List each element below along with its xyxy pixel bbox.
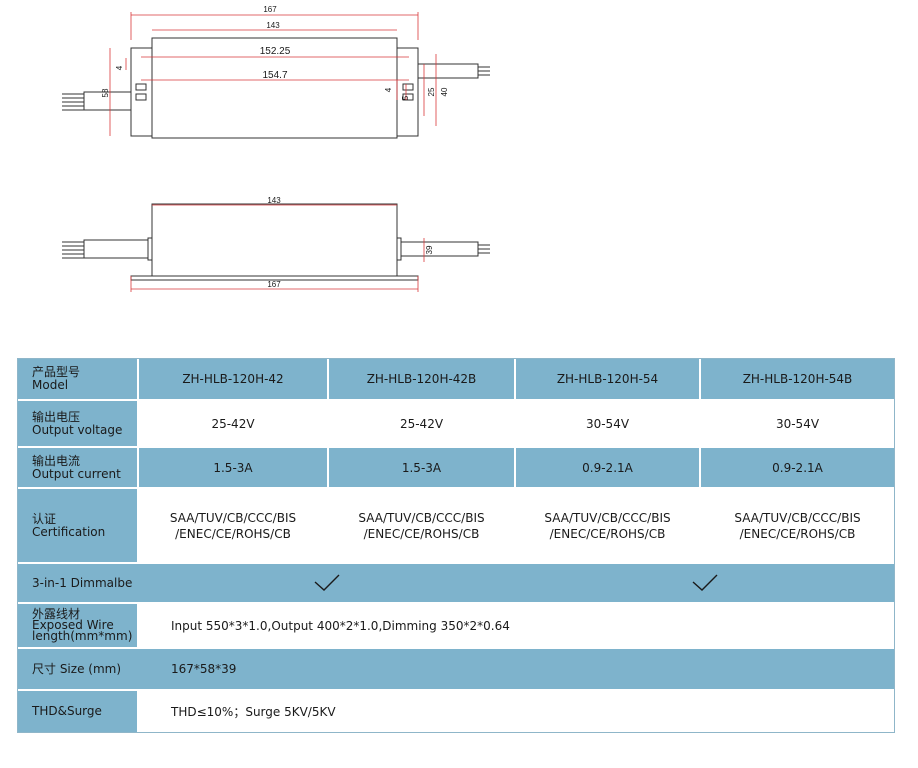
exposed-wire-row: 外露线材 Exposed Wire length(mm*mm) Input 55… [18,604,894,647]
model-label-cell: 产品型号 Model [18,359,137,399]
thd-value-text: THD≤10%；Surge 5KV/5KV [171,705,336,719]
label-en: Certification [32,524,106,539]
output-voltage-row: 输出电压 Output voltage 25-42V 25-42V 30-54V… [18,401,894,446]
size-label: 尺寸 Size (mm) [18,649,137,689]
dimmable-row: 3-in-1 Dimmalbe [18,564,894,602]
value-cell: 30-54V [516,401,699,446]
value-cell: 0.9-2.1A [516,448,699,487]
model-cell: ZH-HLB-120H-42B [329,359,514,399]
label: 3-in-1 Dimmalbe [32,575,133,590]
check-icon [314,574,339,591]
label-en-unit: length(mm*mm) [32,629,133,643]
label-en: Exposed Wire [32,618,114,632]
size-value: 167*58*39 [157,649,894,689]
dim-39: 39 [425,245,434,254]
top-body [151,37,398,139]
dim-4-left: 4 [115,65,124,70]
output-current-row: 输出电流 Output current 1.5-3A 1.5-3A 0.9-2.… [18,448,894,487]
value-cell: 1.5-3A [139,448,327,487]
exposed-wire-value: Input 550*3*1.0,Output 400*2*1.0,Dimming… [157,604,894,647]
value-cell: SAA/TUV/CB/CCC/BIS /ENEC/CE/ROHS/CB [516,489,699,562]
label: 尺寸 Size (mm) [32,661,122,676]
model-row: 产品型号 Model ZH-HLB-120H-42 ZH-HLB-120H-42… [18,359,894,399]
thd-label: THD&Surge [18,691,137,732]
label-cn: 外露线材 [32,607,81,621]
certification-value: SAA/TUV/CB/CCC/BIS /ENEC/CE/ROHS/CB [358,510,485,541]
technical-drawing: 167 143 152.25 154.7 58 4 4 5 25 40 143 … [62,5,490,292]
value-cell: SAA/TUV/CB/CCC/BIS /ENEC/CE/ROHS/CB [329,489,514,562]
dim-5: 5 [401,95,410,100]
dim-143-side: 143 [267,196,281,205]
top-wire-right [417,63,479,79]
dimmable-label: 3-in-1 Dimmalbe [18,564,137,602]
value-cell: SAA/TUV/CB/CCC/BIS /ENEC/CE/ROHS/CB [139,489,327,562]
model-label-cn: 产品型号 [32,365,81,379]
certification-label: 认证 Certification [18,489,137,562]
dim-143-top: 143 [266,21,280,30]
wire-value: Input 550*3*1.0,Output 400*2*1.0,Dimming… [171,618,510,633]
certification-value: SAA/TUV/CB/CCC/BIS /ENEC/CE/ROHS/CB [544,510,671,541]
label-en: Output voltage [32,422,123,437]
side-body [151,203,398,277]
voltage-value: 25-42V [399,416,444,431]
certification-row: 认证 Certification SAA/TUV/CB/CCC/BIS /ENE… [18,489,894,562]
model-cell: ZH-HLB-120H-54B [701,359,894,399]
output-current-label: 输出电流 Output current [18,448,137,487]
value-cell: 0.9-2.1A [701,448,894,487]
model-name: ZH-HLB-120H-42 [182,372,284,386]
label-cn: 输出电流 [32,453,81,468]
model-name: ZH-HLB-120H-54 [556,372,659,386]
value-cell: 30-54V [701,401,894,446]
top-flange-right [396,47,419,137]
dim-167-side: 167 [267,280,281,289]
side-wire-right [400,241,479,257]
dim-40: 40 [440,87,449,96]
label: THD&Surge [32,704,102,718]
dim-4-right: 4 [384,87,393,92]
model-cell: ZH-HLB-120H-42 [139,359,327,399]
top-flange-left [130,47,153,137]
label-cn: 输出电压 [32,409,81,424]
exposed-wire-label: 外露线材 Exposed Wire length(mm*mm) [18,604,137,647]
certification-value: SAA/TUV/CB/CCC/BIS /ENEC/CE/ROHS/CB [734,510,861,541]
value-cell: SAA/TUV/CB/CCC/BIS /ENEC/CE/ROHS/CB [701,489,894,562]
current-value: 1.5-3A [401,460,442,475]
value-cell: 25-42V [329,401,514,446]
check-icon [692,574,718,591]
dimmable-cell-54 [516,564,894,602]
output-voltage-label: 输出电压 Output voltage [18,401,137,446]
size-row: 尺寸 Size (mm) 167*58*39 [18,649,894,689]
dim-58: 58 [101,88,110,97]
dimmable-cell-42 [139,564,514,602]
dim-154-7: 154.7 [262,70,287,81]
top-dimension-lines [109,12,437,136]
label-en: Output current [32,466,121,481]
current-value: 1.5-3A [213,460,253,475]
model-name: ZH-HLB-120H-42B [366,372,477,386]
side-wire-left [83,239,149,259]
value-cell: 1.5-3A [329,448,514,487]
voltage-value: 30-54V [585,416,630,431]
thd-row: THD&Surge THD≤10%；Surge 5KV/5KV [18,691,894,732]
value-cell: 25-42V [139,401,327,446]
top-wire-left [83,91,132,111]
thd-value: THD≤10%；Surge 5KV/5KV [157,691,894,732]
current-value: 0.9-2.1A [772,460,823,475]
model-name: ZH-HLB-120H-54B [742,372,853,386]
voltage-value: 25-42V [211,416,255,431]
spec-table: 产品型号 Model ZH-HLB-120H-42 ZH-HLB-120H-42… [17,358,895,733]
dim-167-top: 167 [263,5,277,14]
model-cell: ZH-HLB-120H-54 [516,359,699,399]
label-cn: 认证 [32,511,57,526]
model-label-en: Model [32,378,69,392]
size-value-text: 167*58*39 [171,662,237,676]
side-dimension-lines [130,204,425,292]
dim-152-25: 152.25 [260,46,291,57]
voltage-value: 30-54V [775,416,820,431]
current-value: 0.9-2.1A [582,460,633,475]
dim-25: 25 [427,87,436,96]
certification-value: SAA/TUV/CB/CCC/BIS /ENEC/CE/ROHS/CB [169,510,297,541]
